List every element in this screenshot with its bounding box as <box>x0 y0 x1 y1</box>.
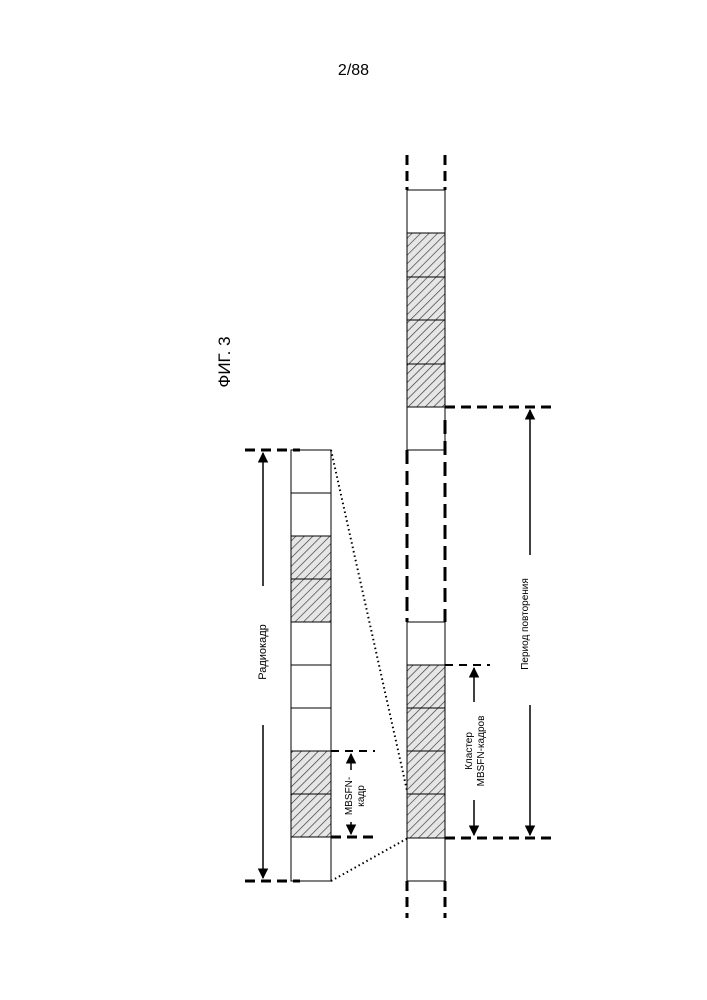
radioframe-subframe-8 <box>291 751 331 794</box>
radioframe-subframe-9 <box>291 794 331 837</box>
strip-upper-frame-6 <box>407 407 445 450</box>
strip-lower-frame-1 <box>407 622 445 665</box>
strip-lower-frame-5 <box>407 794 445 838</box>
radioframe-column: Радиокадр MBSFN- кадр <box>245 450 375 881</box>
radioframe-subframe-4 <box>291 579 331 622</box>
radioframe-subframe-1 <box>291 450 331 493</box>
radioframe-subframe-5 <box>291 622 331 665</box>
mbsfn-frame-label-line1: MBSFN- <box>344 777 355 815</box>
radioframe-label: Радиокадр <box>257 624 269 679</box>
zoom-line-bottom <box>331 838 408 881</box>
strip-upper-frame-3 <box>407 277 445 320</box>
strip-upper-frame-4 <box>407 320 445 364</box>
radioframe-subframe-10 <box>291 837 331 881</box>
frame-strip <box>407 155 445 918</box>
cluster-label-line2: MBSFN-кадров <box>476 716 487 787</box>
strip-upper-frame-1 <box>407 190 445 233</box>
cluster-annotation: Кластер MBSFN-кадров <box>445 665 555 838</box>
radioframe-subframe-3 <box>291 536 331 579</box>
strip-upper-frame-5 <box>407 364 445 407</box>
repetition-period-label: Период повторения <box>520 578 531 670</box>
radioframe-subframe-6 <box>291 665 331 708</box>
repetition-period-annotation: Период повторения <box>445 407 555 835</box>
strip-lower-frame-2 <box>407 665 445 708</box>
mbsfn-frame-label-line2: кадр <box>356 785 367 807</box>
cluster-label-line1: Кластер <box>464 732 475 770</box>
strip-upper-frame-2 <box>407 233 445 277</box>
strip-lower-frame-3 <box>407 708 445 751</box>
zoom-line-top <box>331 450 408 795</box>
figure-title: ФИГ. 3 <box>215 336 234 387</box>
strip-lower-frame-4 <box>407 751 445 794</box>
radioframe-subframe-7 <box>291 708 331 751</box>
strip-lower-frame-6 <box>407 838 445 881</box>
radioframe-subframe-2 <box>291 493 331 536</box>
